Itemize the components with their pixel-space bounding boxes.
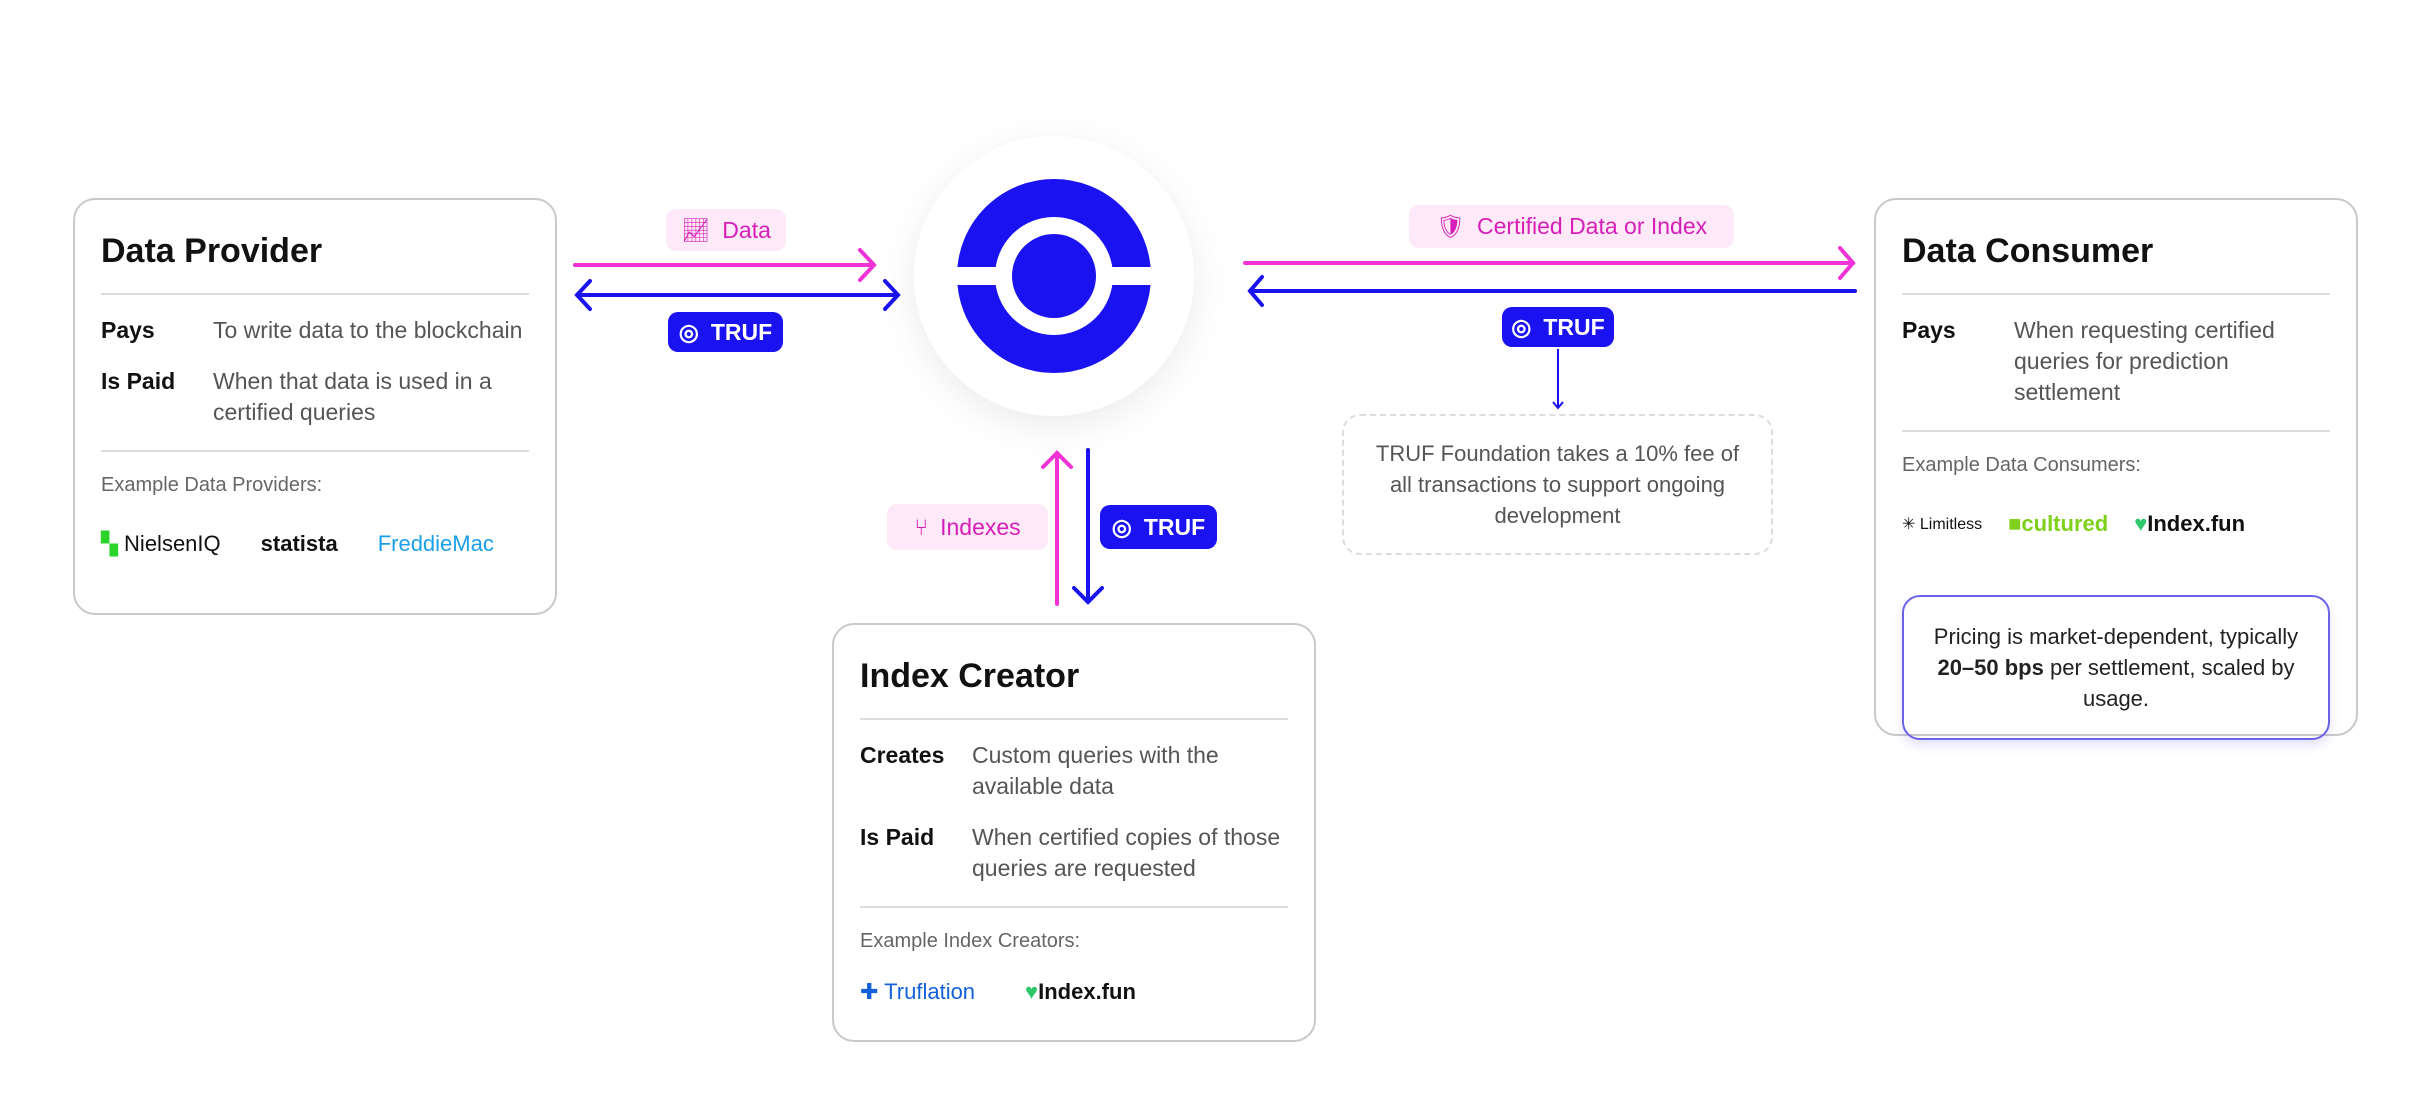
pricing-note: Pricing is market-dependent, typically 2…: [1902, 595, 2330, 740]
truf-icon: ◎: [1111, 513, 1132, 540]
indexes-badge: ⑂Indexes: [887, 504, 1048, 550]
truf-badge-provider: ◎TRUF: [668, 312, 783, 352]
chart-icon: 📈︎: [681, 216, 711, 243]
shield-check-icon: 🛡︎: [1435, 213, 1466, 239]
certified-badge: 🛡︎Certified Data or Index: [1409, 205, 1734, 248]
truf-creator-arrow: [1072, 448, 1104, 605]
truf-double-arrow: [574, 279, 901, 311]
examples-label: Example Data Providers:: [101, 450, 529, 497]
truf-icon: ◎: [678, 318, 699, 345]
indexes-arrow: [1041, 450, 1073, 606]
truf-icon: ◎: [1511, 313, 1532, 340]
indexfun-logo: ♥Index.fun: [1025, 979, 1136, 1004]
branch-icon: ⑂: [914, 513, 929, 540]
truf-consumer-arrow: [1247, 275, 1857, 307]
indexfun-logo: ♥Index.fun: [2134, 511, 2246, 536]
truflation-logo: ✚ Truflation: [860, 979, 976, 1004]
fee-arrow: [1552, 349, 1564, 410]
fee-note: TRUF Foundation takes a 10% fee of all t…: [1342, 414, 1773, 555]
truf-logo-icon: [944, 179, 1164, 373]
data-arrow: [573, 248, 877, 282]
limitless-logo: ✳ Limitless: [1902, 516, 1983, 533]
freddiemac-logo: FreddieMac: [377, 531, 494, 556]
truf-badge-consumer: ◎TRUF: [1502, 307, 1614, 347]
card-title: Data Provider: [101, 232, 529, 295]
data-badge: 📈︎Data: [666, 209, 786, 251]
nielseniq-logo: ▚ NielsenIQ: [101, 531, 221, 556]
card-title: Index Creator: [860, 657, 1288, 720]
truf-badge-creator: ◎TRUF: [1100, 505, 1217, 549]
examples-label: Example Data Consumers:: [1902, 430, 2330, 477]
card-title: Data Consumer: [1902, 232, 2330, 295]
cultured-logo: ■cultured: [2008, 511, 2109, 536]
statista-logo: statista: [260, 531, 338, 556]
truf-hub: [914, 136, 1194, 416]
examples-label: Example Index Creators:: [860, 906, 1288, 953]
certified-arrow: [1243, 246, 1856, 280]
